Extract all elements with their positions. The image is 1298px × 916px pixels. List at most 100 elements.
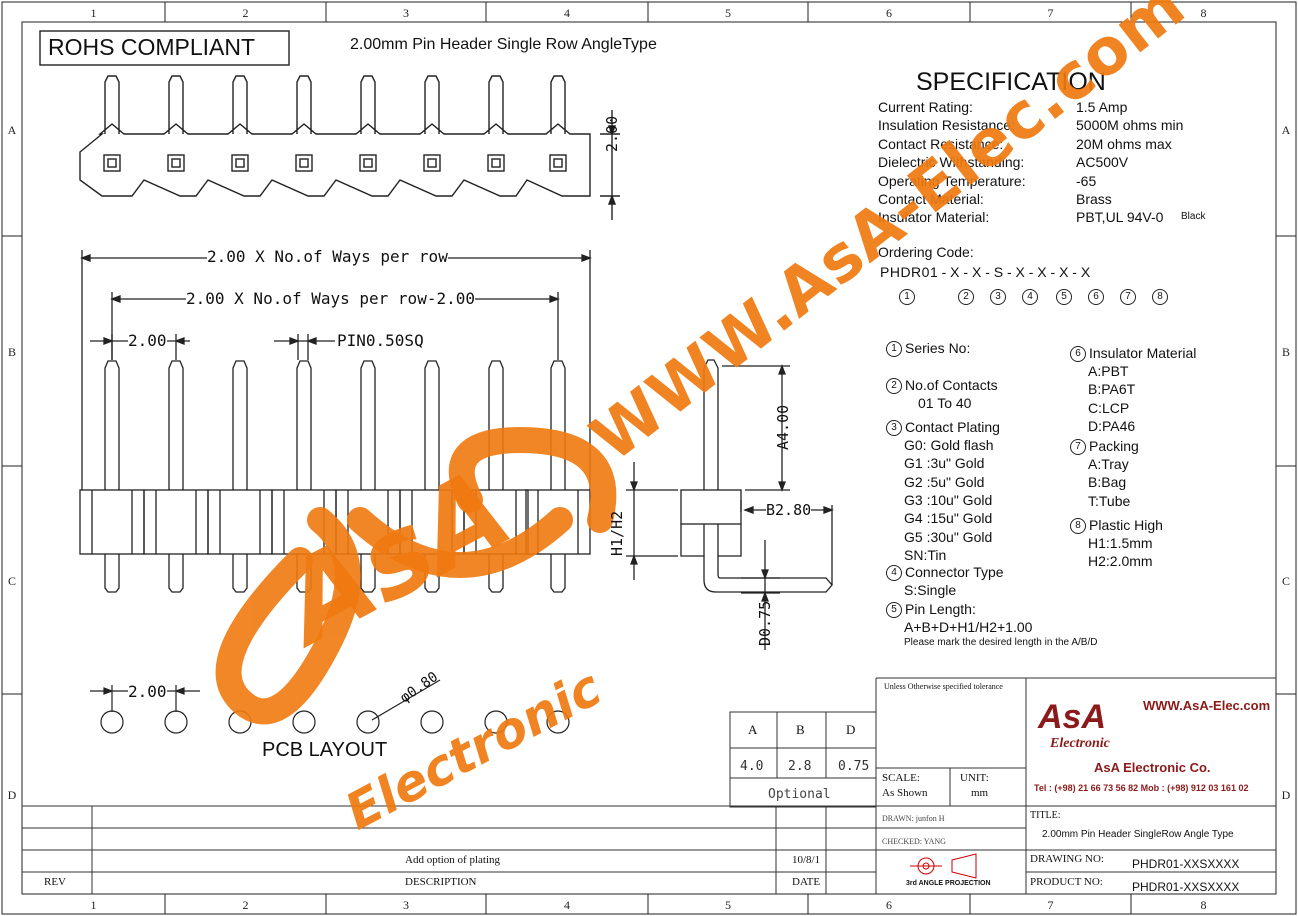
checked-by: CHECKED: YANG — [882, 837, 946, 846]
spec-label: Insulation Resistance: — [878, 117, 1015, 134]
option-item: A:PBT — [1088, 363, 1129, 379]
front-pin — [296, 360, 312, 490]
spec-value: -65 — [1076, 172, 1097, 189]
grid-row-label: B — [1281, 345, 1290, 359]
option-item: D:PA46 — [1088, 417, 1136, 434]
grid-row-label: D — [7, 788, 17, 802]
company-tel: Tel : (+98) 21 66 73 56 82 Mob : (+98) 9… — [1034, 783, 1249, 793]
unit-label: UNIT: — [960, 772, 989, 784]
spec-label: Dielectric Withstanding: — [878, 154, 1025, 171]
abd-value: 0.75 — [838, 759, 870, 774]
option-item: H1:1.5mm — [1088, 535, 1153, 551]
option-item: G1 :3u" Gold — [904, 455, 985, 472]
abd-header: A — [748, 722, 758, 737]
option-item: G5 :30u" Gold — [904, 528, 993, 545]
option-num: 6 — [1070, 346, 1086, 363]
tolerance-label: Unless Otherwise specified tolerance — [884, 682, 1003, 691]
ordering-num-circle: 5 — [1056, 289, 1072, 305]
top-pin — [550, 75, 566, 134]
option-item: B:Bag — [1088, 474, 1127, 491]
grid-col-label: 4 — [564, 6, 570, 20]
top-pin — [232, 75, 248, 134]
grid-col-label: 4 — [564, 898, 570, 912]
front-pin — [360, 360, 376, 490]
option-num: 4 — [886, 565, 902, 582]
desc-label: DESCRIPTION — [405, 876, 477, 888]
grid-col-label: 5 — [725, 898, 731, 912]
option-title: Series No: — [905, 340, 971, 356]
option-item: G2 :5u" Gold — [904, 473, 985, 490]
pcb-hole — [356, 710, 380, 734]
grid-col-label: 6 — [886, 6, 892, 20]
ordering-num-circle: 1 — [899, 289, 915, 305]
top-pin-square-inner — [299, 158, 309, 168]
top-pin — [296, 75, 312, 134]
pcb-hole — [164, 710, 188, 734]
dim-height: 2.00 — [603, 115, 621, 152]
spec-label: Contact Material: — [878, 191, 984, 207]
grid-col-label: 2 — [242, 6, 249, 20]
title-block-lines — [22, 677, 1276, 894]
grid-col-label: 3 — [403, 898, 409, 912]
projection-label: 3rd ANGLE PROJECTION — [906, 880, 991, 887]
front-housing — [207, 489, 273, 555]
abd-value: 4.0 — [740, 759, 764, 774]
front-pin-tail — [550, 554, 566, 593]
spec-heading: SPECIFICATION — [916, 68, 1106, 96]
front-pin-tail — [168, 554, 184, 593]
option-title: No.of Contacts — [905, 377, 998, 393]
option-item: T:Tube — [1088, 492, 1131, 509]
option-item: A:Tray — [1088, 456, 1129, 472]
option-item: SN:Tin — [904, 546, 947, 563]
rev-desc: Add option of plating — [405, 854, 501, 866]
abd-value: 2.8 — [788, 759, 812, 774]
spec-label: Insulator Material: — [878, 209, 990, 226]
front-pin-tail — [488, 554, 504, 593]
side-view — [626, 359, 834, 650]
option-title: Insulator Material — [1089, 345, 1197, 361]
ordering-label: Ordering Code: — [878, 244, 974, 260]
grid-col-label: 1 — [90, 898, 97, 912]
rev-label: REV — [44, 876, 66, 888]
company-logo-sub: Electronic — [1050, 736, 1110, 751]
unit-value: mm — [971, 787, 989, 799]
rohs-label: ROHS COMPLIANT — [48, 34, 256, 60]
top-pin-square-inner — [107, 158, 117, 168]
front-housing — [79, 489, 145, 555]
top-pin — [104, 75, 120, 134]
ordering-code: PHDR01 - X - X - S - X - X - X - X — [880, 264, 1091, 280]
pcb-hole — [292, 710, 316, 734]
top-pin-square-inner — [235, 158, 245, 168]
grid-row-label: A — [7, 123, 17, 137]
front-view — [79, 250, 592, 593]
top-pin — [168, 75, 184, 134]
abd-optional: Optional — [768, 787, 831, 802]
title-label: TITLE: — [1030, 810, 1061, 821]
top-pin-square — [167, 154, 185, 172]
pcb-layout-label: PCB LAYOUT — [262, 739, 388, 761]
top-pin-square — [487, 154, 505, 172]
top-pin-square-inner — [491, 158, 501, 168]
dim-pcb-pitch: 2.00 — [128, 682, 167, 701]
grid-col-label: 5 — [725, 6, 731, 20]
drawing-no-value: PHDR01-XXSXXXX — [1132, 857, 1240, 871]
spec-label: Current Rating: — [878, 99, 973, 115]
option-item: 01 To 40 — [918, 395, 972, 411]
company-name: AsA Electronic Co. — [1094, 760, 1211, 775]
grid-row-label: B — [7, 345, 16, 359]
dim-ways-minus: 2.00 X No.of Ways per row-2.00 — [186, 289, 475, 308]
spec-value: 1.5 Amp — [1076, 99, 1128, 115]
grid-col-label: 7 — [1047, 898, 1054, 912]
spec-label: Operating Temperature: — [878, 172, 1026, 189]
dim-b: B2.80 — [766, 501, 812, 519]
rev-date: 10/8/1 — [792, 854, 821, 866]
pcb-hole — [546, 710, 570, 734]
projection-symbol — [910, 853, 977, 879]
